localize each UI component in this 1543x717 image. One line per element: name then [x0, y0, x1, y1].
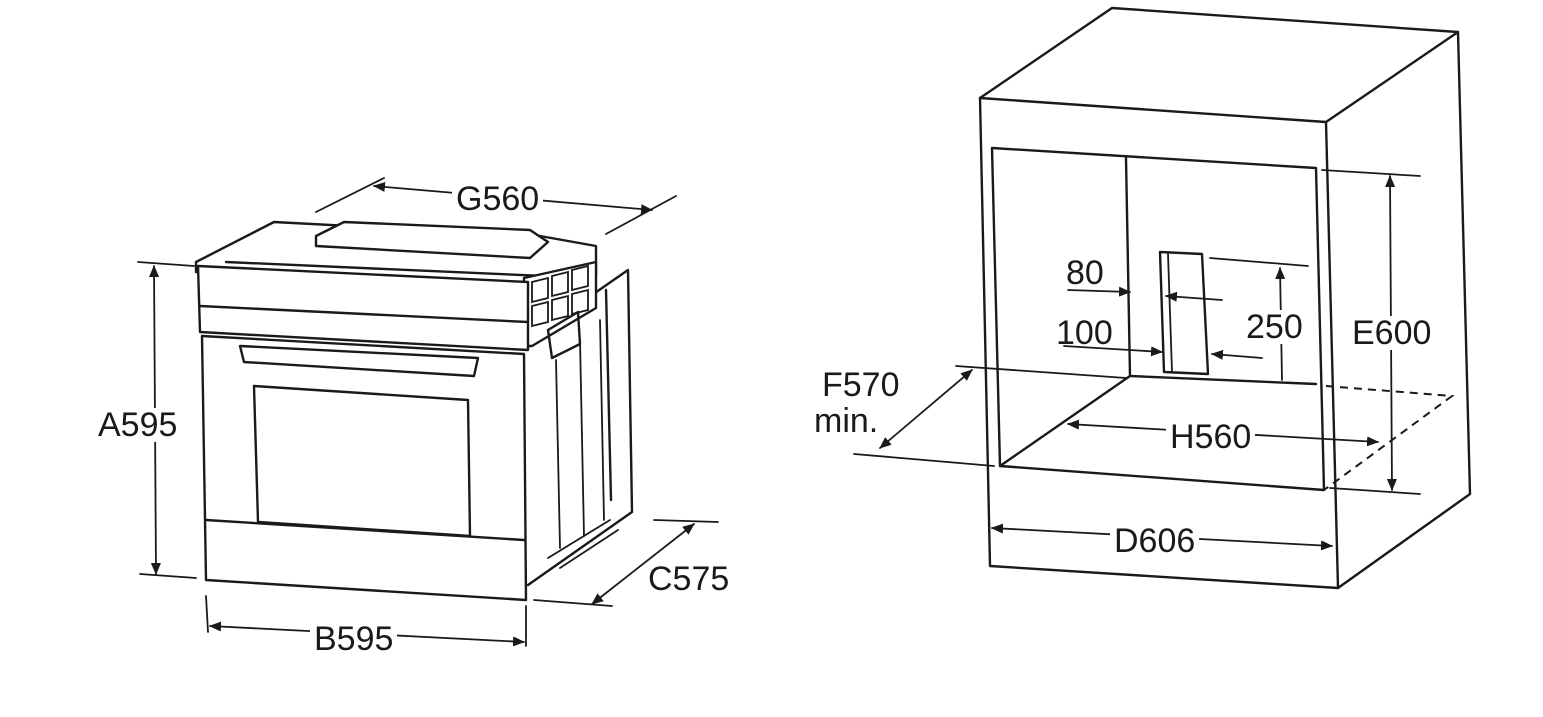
dim-c-line — [591, 523, 695, 605]
label-top-width-g: G560 — [452, 182, 544, 216]
niche-back-wall — [1124, 156, 1318, 386]
label-height-a: A595 — [94, 408, 182, 442]
cabinet-top-edge — [1324, 30, 1460, 124]
oven-side-rails — [555, 319, 605, 549]
dim-a-ext-top — [137, 261, 195, 267]
dim-c-ext-back — [653, 519, 719, 523]
dim-250-ext-top — [1209, 257, 1309, 267]
oven-control-panel — [196, 264, 530, 352]
floor-extension-dashed — [1323, 385, 1455, 491]
niche-floor-edge — [998, 374, 1132, 468]
label-opening-80: 80 — [1066, 254, 1104, 292]
label-width-b: B595 — [310, 622, 398, 656]
vent-opening — [1158, 250, 1210, 376]
dim-e-ext-top — [1321, 169, 1421, 177]
niche-drawing — [978, 6, 1472, 590]
dim-c-ext-front — [533, 599, 613, 607]
dim-f-line — [879, 369, 973, 449]
label-opening-100: 100 — [1056, 314, 1113, 352]
label-depth-d: D606 — [1110, 524, 1200, 558]
dim-e-ext-bottom — [1329, 487, 1421, 495]
vent-opening-inner — [1167, 253, 1173, 373]
label-min-depth-min: min. — [814, 402, 879, 440]
oven-top-plate — [314, 220, 550, 260]
oven-top-edge — [224, 260, 546, 278]
label-depth-c: C575 — [648, 560, 730, 598]
label-min-depth-f: F570 — [822, 366, 900, 404]
label-height-e: E600 — [1348, 316, 1436, 350]
door-bottom-line — [204, 518, 526, 542]
label-opening-250: 250 — [1242, 310, 1307, 344]
dim-b-ext-left — [205, 595, 209, 633]
dim-g-ext-left — [315, 177, 385, 213]
oven-drawing — [194, 220, 634, 602]
dim-f-ext-bottom — [853, 453, 995, 467]
door-handle — [238, 344, 480, 378]
label-inner-width-h: H560 — [1166, 420, 1256, 454]
dim-100-arrow — [1063, 345, 1163, 357]
door-window — [252, 384, 472, 538]
dim-g-ext-right — [605, 195, 677, 235]
dim-250-arrow-bottom — [1211, 349, 1263, 360]
dim-80-arrow-right — [1165, 291, 1223, 302]
dim-80-arrow-left — [1067, 286, 1131, 297]
control-panel-line — [198, 304, 530, 324]
dim-a-ext-bottom — [139, 573, 197, 579]
dim-f-ext-top — [955, 365, 1127, 379]
oven-side-edge — [604, 288, 613, 502]
cabinet-outline — [978, 6, 1472, 590]
mounting-bracket — [546, 310, 582, 360]
vent-grille — [522, 260, 598, 360]
